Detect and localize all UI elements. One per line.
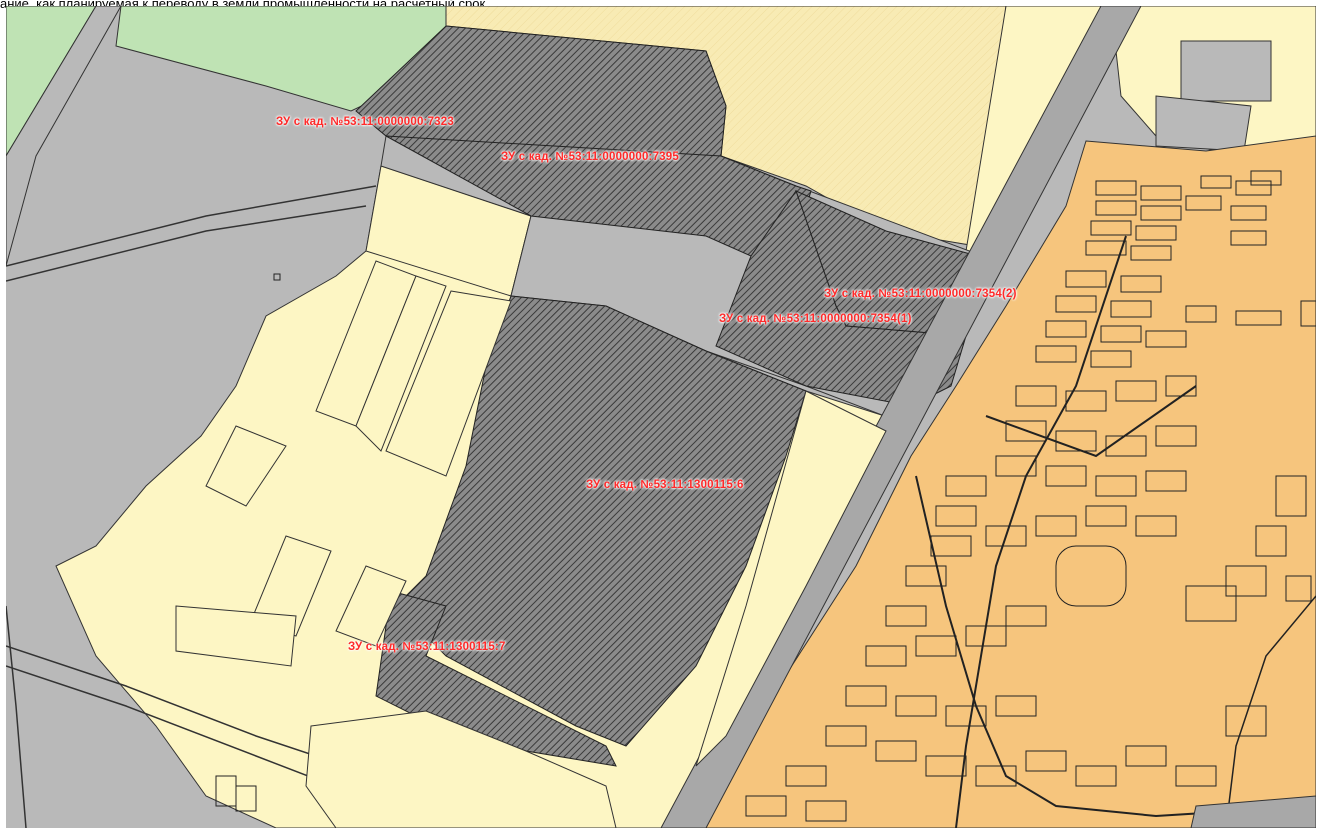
- plot-7: [175, 605, 297, 667]
- parcel-label-1300115-6: ЗУ с кад. №53:11:1300115:6: [586, 479, 744, 491]
- orange-residential-zone: [705, 135, 1316, 828]
- building-marker: [273, 273, 281, 281]
- residential-street-4: [1225, 595, 1316, 828]
- gray-zone-left: [6, 6, 122, 267]
- residential-street-2: [915, 475, 1316, 818]
- plot-5: [250, 535, 332, 637]
- parcel-label-7354-2: ЗУ с кад. №53:11:0000000:7354(2): [824, 288, 1017, 300]
- road-top-left: [6, 185, 377, 267]
- map-canvas: [6, 6, 1316, 828]
- parcel-label-1300115-7: ЗУ с кад. №53:11:1300115:7: [348, 641, 506, 653]
- strip-east: [695, 390, 887, 767]
- residential-street-1: [955, 235, 1127, 828]
- bottom-left-building-2: [235, 785, 257, 812]
- parcel-label-7354-1: ЗУ с кад. №53:11:0000000:7354(1): [719, 313, 912, 325]
- cadastral-map[interactable]: ЗУ с кад. №53:11:0000000:7323 ЗУ с кад. …: [6, 6, 1316, 828]
- top-right-building: [1180, 40, 1272, 102]
- plot-2: [355, 275, 447, 452]
- parcel-label-7323: ЗУ с кад. №53:11:0000000:7323: [276, 116, 454, 128]
- top-right-building-2: [1155, 95, 1252, 152]
- road-top-left-2: [6, 205, 367, 282]
- road-bottom-right: [1190, 795, 1316, 828]
- hatched-parcel-7354-1: [715, 189, 967, 407]
- plot-6: [335, 565, 407, 647]
- road-left-vertical: [6, 605, 27, 828]
- plot-8: [305, 710, 617, 828]
- hatched-parcel-1300115-6: [395, 295, 807, 747]
- green-zone-top: [115, 6, 447, 112]
- residential-street-3: [985, 385, 1197, 458]
- parcel-label-7395: ЗУ с кад. №53:11:0000000:7395: [501, 151, 679, 163]
- plot-3: [385, 290, 512, 477]
- plot-4: [205, 425, 287, 507]
